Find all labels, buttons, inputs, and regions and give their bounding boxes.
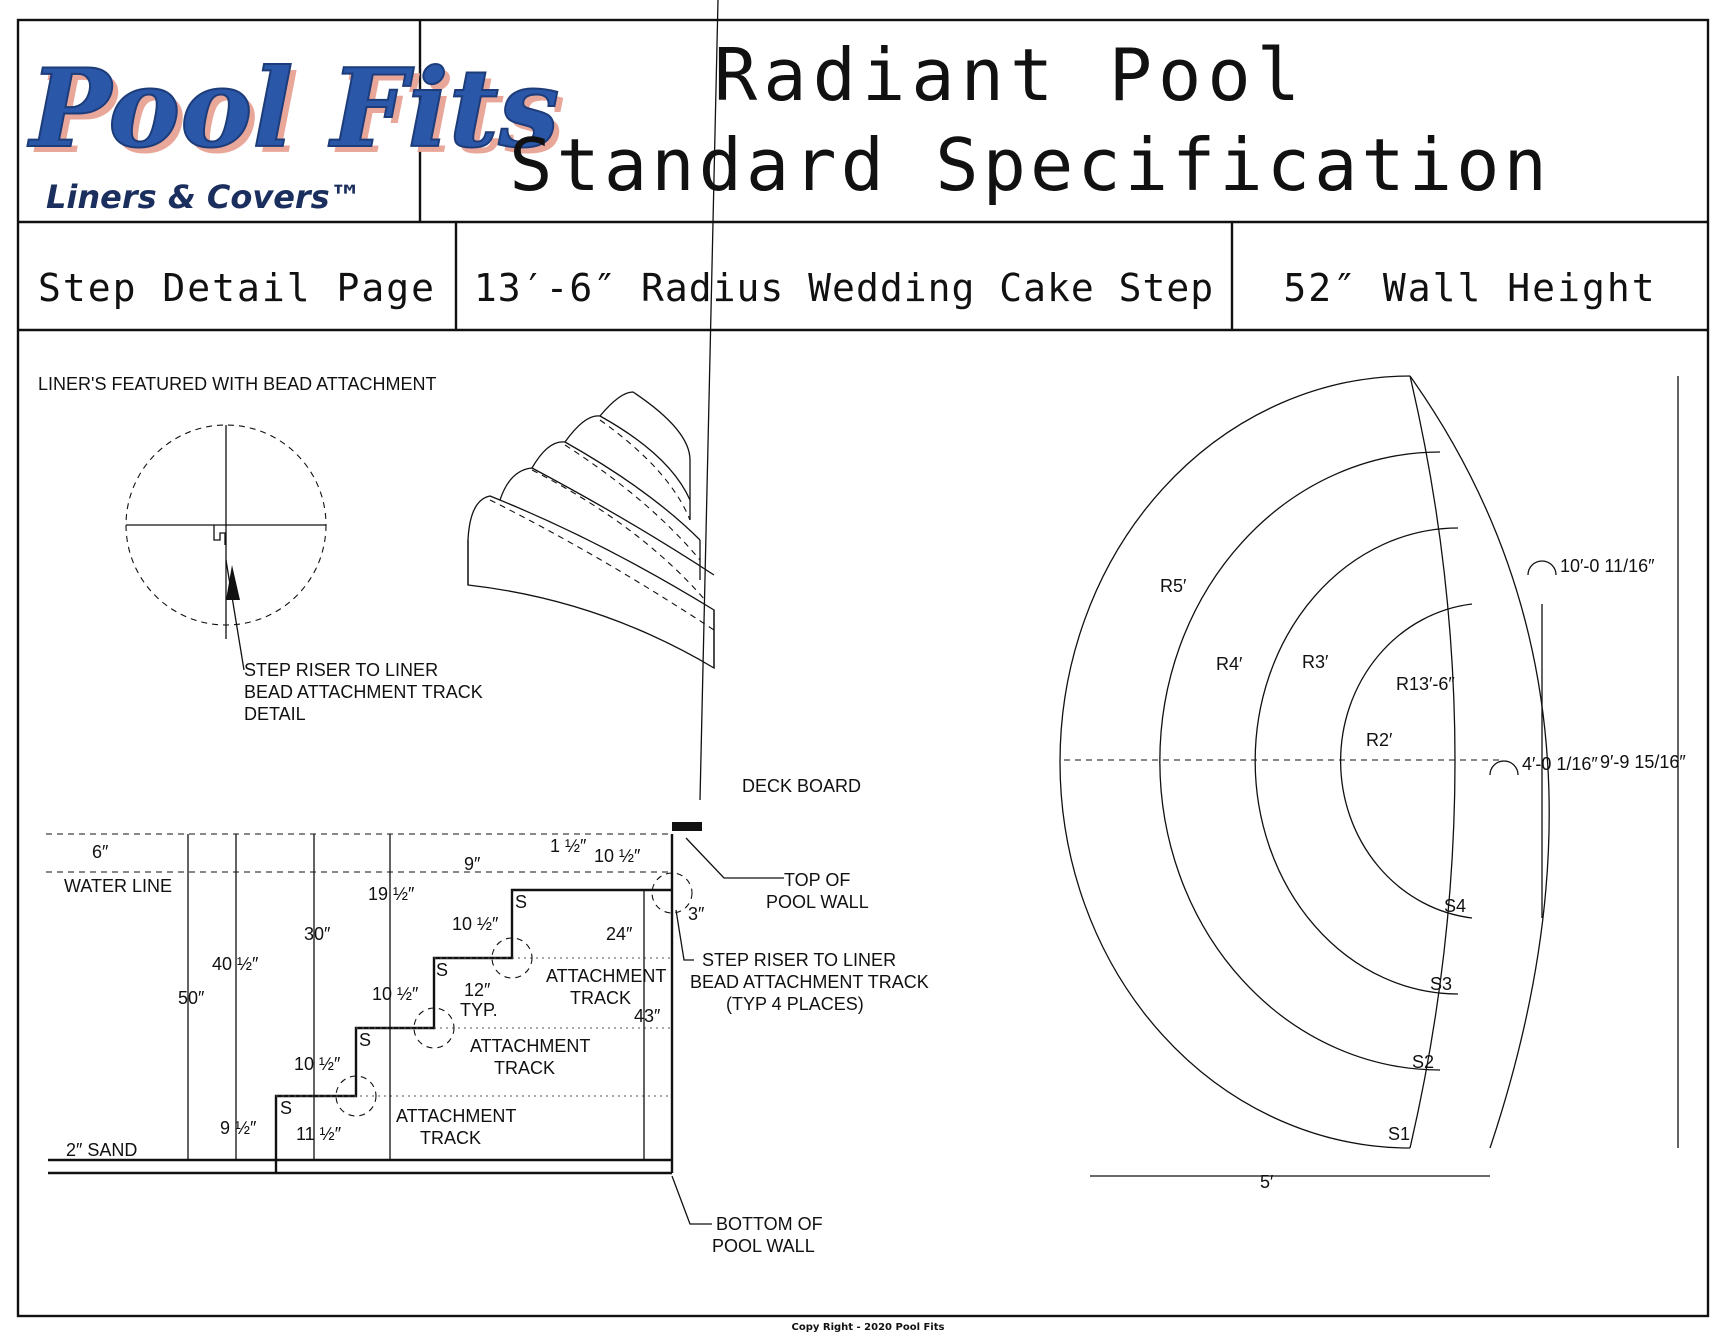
step-mark-1: S xyxy=(280,1098,292,1118)
step-s2: S2 xyxy=(1412,1052,1434,1072)
dim-6: 6″ xyxy=(92,842,109,862)
dim-9: 9″ xyxy=(464,854,481,874)
dim-1-5: 1 ½″ xyxy=(550,836,587,856)
dim-3: 3″ xyxy=(688,904,705,924)
dim-30: 30″ xyxy=(304,924,331,944)
riser-track-label-1: STEP RISER TO LINER xyxy=(702,950,896,970)
step-s1: S1 xyxy=(1388,1124,1410,1144)
step-mark-2: S xyxy=(359,1030,371,1050)
dim-10-5-top: 10 ½″ xyxy=(594,846,641,866)
footer-copyright: Copy Right - 2020 Pool Fits xyxy=(792,1322,945,1332)
track-label-a2: TRACK xyxy=(570,988,631,1008)
dim-11-5: 11 ½″ xyxy=(296,1124,342,1144)
dim-inner-arc: 4′-0 1/16″ xyxy=(1522,754,1598,774)
dim-outer-arc: 10′-0 11/16″ xyxy=(1560,556,1655,576)
dim-10-5-b: 10 ½″ xyxy=(372,984,419,1004)
dim-width: 5′ xyxy=(1260,1172,1274,1192)
radius-r3: R3′ xyxy=(1302,652,1329,672)
riser-track-label-3: (TYP 4 PLACES) xyxy=(726,994,864,1014)
title-line-2: Standard Specification xyxy=(509,123,1551,207)
detail-callout-3: DETAIL xyxy=(244,704,306,724)
title-line-1: Radiant Pool xyxy=(714,33,1306,117)
isometric-step xyxy=(467,391,715,670)
step-mark-3: S xyxy=(436,960,448,980)
bead-detail xyxy=(125,424,327,671)
dim-40-5: 40 ½″ xyxy=(212,954,259,974)
dim-height: 9′-9 15/16″ xyxy=(1600,752,1686,772)
track-label-c1: ATTACHMENT xyxy=(396,1106,516,1126)
bottom-wall-label-2: POOL WALL xyxy=(712,1236,815,1256)
subheader-right: 52″ Wall Height xyxy=(1283,266,1656,310)
radius-r13-6: R13′-6″ xyxy=(1396,674,1455,694)
radius-r4: R4′ xyxy=(1216,654,1243,674)
sheet-border xyxy=(16,18,1710,1318)
step-mark-4: S xyxy=(515,892,527,912)
dim-50: 50″ xyxy=(178,988,205,1008)
track-label-c2: TRACK xyxy=(420,1128,481,1148)
step-section xyxy=(46,0,784,1225)
top-wall-label-1: TOP OF xyxy=(784,870,850,890)
detail-callout-2: BEAD ATTACHMENT TRACK xyxy=(244,682,483,702)
dim-10-5-c: 10 ½″ xyxy=(294,1054,341,1074)
radius-r2: R2′ xyxy=(1366,730,1393,750)
dim-19-5: 19 ½″ xyxy=(368,884,415,904)
sand-label: 2″ SAND xyxy=(66,1140,137,1160)
dim-24: 24″ xyxy=(606,924,633,944)
pool-fits-logo: Pool Fits Pool Fits Liners & Covers™ xyxy=(26,45,565,216)
svg-text:Liners & Covers™: Liners & Covers™ xyxy=(46,178,362,216)
detail-callout-1: STEP RISER TO LINER xyxy=(244,660,438,680)
track-label-a1: ATTACHMENT xyxy=(546,966,666,986)
svg-text:Pool Fits: Pool Fits xyxy=(27,46,559,172)
plan-view xyxy=(1059,375,1679,1177)
step-s3: S3 xyxy=(1430,974,1452,994)
dim-10-5-a: 10 ½″ xyxy=(452,914,499,934)
riser-track-label-2: BEAD ATTACHMENT TRACK xyxy=(690,972,929,992)
bottom-wall-label-1: BOTTOM OF xyxy=(716,1214,823,1234)
deck-board-label: DECK BOARD xyxy=(742,776,861,796)
radius-r5: R5′ xyxy=(1160,576,1187,596)
svg-text:Pool Fits: Pool Fits xyxy=(33,52,565,178)
top-wall-label-2: POOL WALL xyxy=(766,892,869,912)
subheader-left: Step Detail Page xyxy=(38,266,436,310)
dim-12: 12″ xyxy=(464,980,491,1000)
track-label-b2: TRACK xyxy=(494,1058,555,1078)
water-line-label: WATER LINE xyxy=(64,876,172,896)
bead-note: LINER'S FEATURED WITH BEAD ATTACHMENT xyxy=(38,374,436,394)
dim-9-5: 9 ½″ xyxy=(220,1118,257,1138)
typ-label: TYP. xyxy=(460,1000,498,1020)
step-s4: S4 xyxy=(1444,896,1466,916)
track-label-b1: ATTACHMENT xyxy=(470,1036,590,1056)
subheader-center: 13′-6″ Radius Wedding Cake Step xyxy=(474,266,1214,310)
dim-43: 43″ xyxy=(634,1006,661,1026)
